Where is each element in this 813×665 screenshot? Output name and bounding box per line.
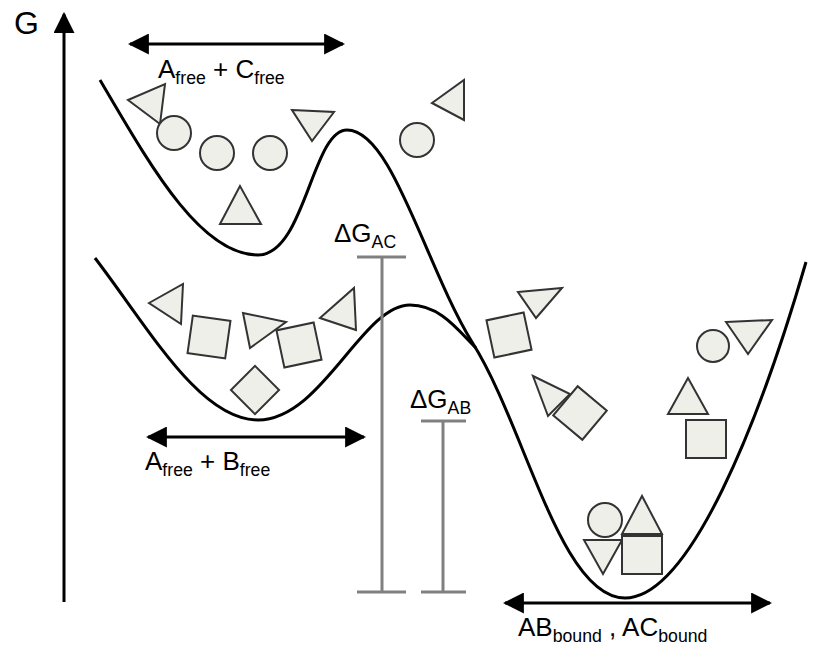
label-part: A <box>158 54 175 84</box>
label-part <box>215 446 222 476</box>
label-part: C <box>235 54 254 84</box>
label-part: ΔG <box>410 384 448 414</box>
subscript: free <box>175 68 205 88</box>
label-part <box>206 54 213 84</box>
label-part: G <box>14 5 39 41</box>
label-part: A <box>145 446 162 476</box>
subscript: AC <box>372 232 397 252</box>
label-part: ΔG <box>334 218 372 248</box>
subscript: free <box>254 68 284 88</box>
energy-bracket <box>357 257 466 592</box>
subscript: bound <box>553 626 602 646</box>
label-part: , <box>609 612 616 642</box>
diagram-label: ΔGAB <box>410 384 471 423</box>
label-part <box>616 612 622 642</box>
diagram-label: Afree + Bfree <box>145 446 270 485</box>
range-arrow <box>130 43 343 46</box>
subscript: free <box>240 460 270 480</box>
label-part <box>602 612 609 642</box>
range-arrow <box>505 602 770 605</box>
range-arrow <box>148 436 364 439</box>
label-part: AB <box>518 612 553 642</box>
label-part <box>193 446 200 476</box>
diagram-label: Afree + Cfree <box>158 54 285 93</box>
molecule-shapes <box>128 80 772 574</box>
axis-label: G <box>14 8 39 38</box>
diagram-label: ABbound , ACbound <box>518 612 707 651</box>
lower-curve <box>95 258 476 420</box>
subscript: free <box>162 460 192 480</box>
subscript: AB <box>448 398 472 418</box>
label-part: + <box>213 54 228 84</box>
subscript: bound <box>658 626 707 646</box>
g-axis <box>63 14 66 602</box>
label-part: AC <box>622 612 658 642</box>
label-part: B <box>222 446 239 476</box>
label-part: + <box>200 446 215 476</box>
label-part <box>228 54 235 84</box>
upper-curve <box>100 80 806 598</box>
diagram-label: ΔGAC <box>334 218 396 257</box>
